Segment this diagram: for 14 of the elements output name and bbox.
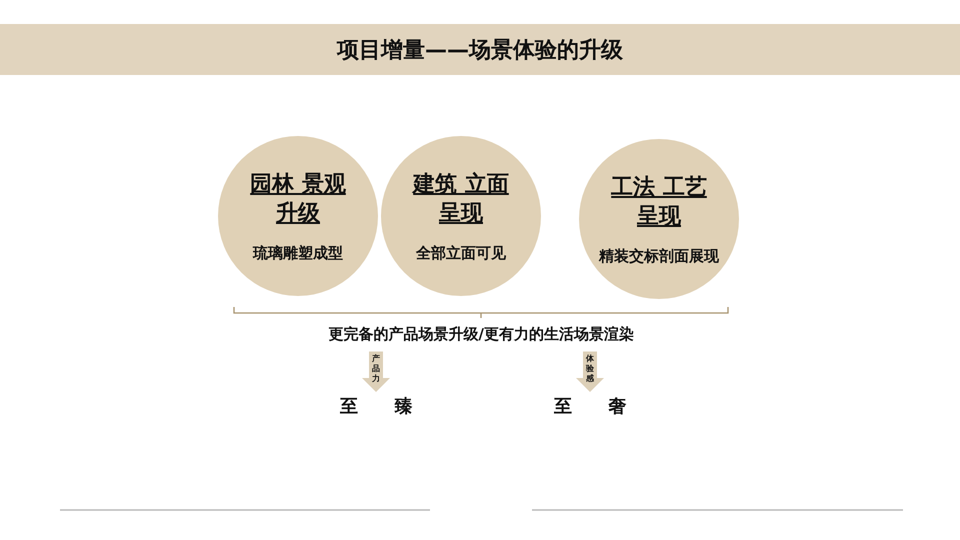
block-arrow	[576, 352, 604, 392]
result-text: 至 臻	[340, 394, 412, 418]
summary-text: 更完备的产品场景升级/更有力的生活场景渲染	[328, 324, 634, 344]
title-banner: 项目增量——场景体验的升级	[0, 24, 960, 75]
circle-heading: 工法 工艺呈现	[610, 174, 708, 230]
circle-caption: 全部立面可见	[416, 244, 506, 262]
edge-label: 体验感	[585, 354, 595, 384]
circle-caption: 精装交标剖面展现	[599, 246, 719, 266]
circle-heading: 园林 景观升级	[249, 170, 347, 228]
edge-label: 产品力	[371, 354, 381, 384]
block-arrow	[362, 352, 390, 392]
result-text: 至 奢	[554, 394, 626, 418]
circle-heading: 建筑 立面呈现	[411, 170, 510, 228]
circle-caption: 琉璃雕塑成型	[253, 244, 343, 262]
